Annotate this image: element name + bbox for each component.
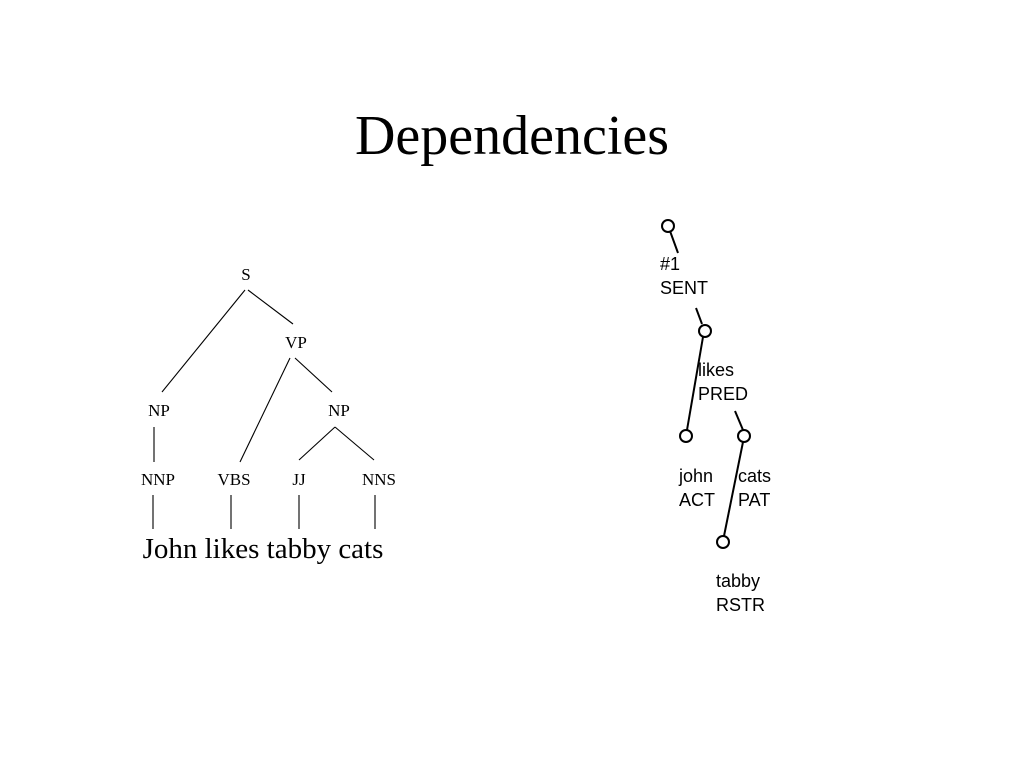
dep-likes-line1: likes (698, 360, 734, 380)
edge-s-np (161, 289, 246, 393)
dep-tabby-line1: tabby (716, 571, 760, 591)
label-np-object: NP (328, 401, 350, 420)
dep-edge-likes-john (686, 336, 704, 431)
edge-np-jj (298, 426, 336, 461)
dep-root-line1: #1 (660, 254, 680, 274)
dep-john-line2: ACT (679, 490, 715, 510)
dep-edge-likes-cats (734, 410, 744, 431)
label-nns: NNS (362, 470, 396, 489)
dep-root-line2: SENT (660, 278, 708, 298)
edge-vp-np (294, 357, 333, 393)
constituency-tree: S VP NP NP NNP VBS JJ NNS John likes tab… (141, 265, 396, 565)
dep-likes-line2: PRED (698, 384, 748, 404)
label-s: S (241, 265, 250, 284)
dep-node-john (679, 429, 693, 443)
page-title: Dependencies (354, 105, 670, 167)
dep-john-line1: john (678, 466, 713, 486)
label-vp: VP (285, 333, 307, 352)
sentence: John likes tabby cats (143, 533, 384, 565)
dep-edge-root-likes-lower (695, 307, 703, 325)
dep-node-tabby (716, 535, 730, 549)
dep-node-cats (737, 429, 751, 443)
label-vbs: VBS (217, 470, 250, 489)
dependency-tree: #1 SENT likes PRED john ACT cats PAT tab… (660, 219, 771, 615)
dep-node-likes (698, 324, 712, 338)
dep-tabby-line2: RSTR (716, 595, 765, 615)
edge-s-vp (247, 289, 294, 325)
dep-cats-line2: PAT (738, 490, 770, 510)
edge-np-nns (334, 426, 375, 461)
label-jj: JJ (292, 470, 306, 489)
dep-edge-cats-tabby (723, 441, 744, 537)
dep-node-root (661, 219, 675, 233)
label-nnp: NNP (141, 470, 175, 489)
edge-vp-vbs (239, 357, 291, 463)
dep-edge-root-likes (669, 230, 679, 254)
label-np-subject: NP (148, 401, 170, 420)
dep-cats-line1: cats (738, 466, 771, 486)
